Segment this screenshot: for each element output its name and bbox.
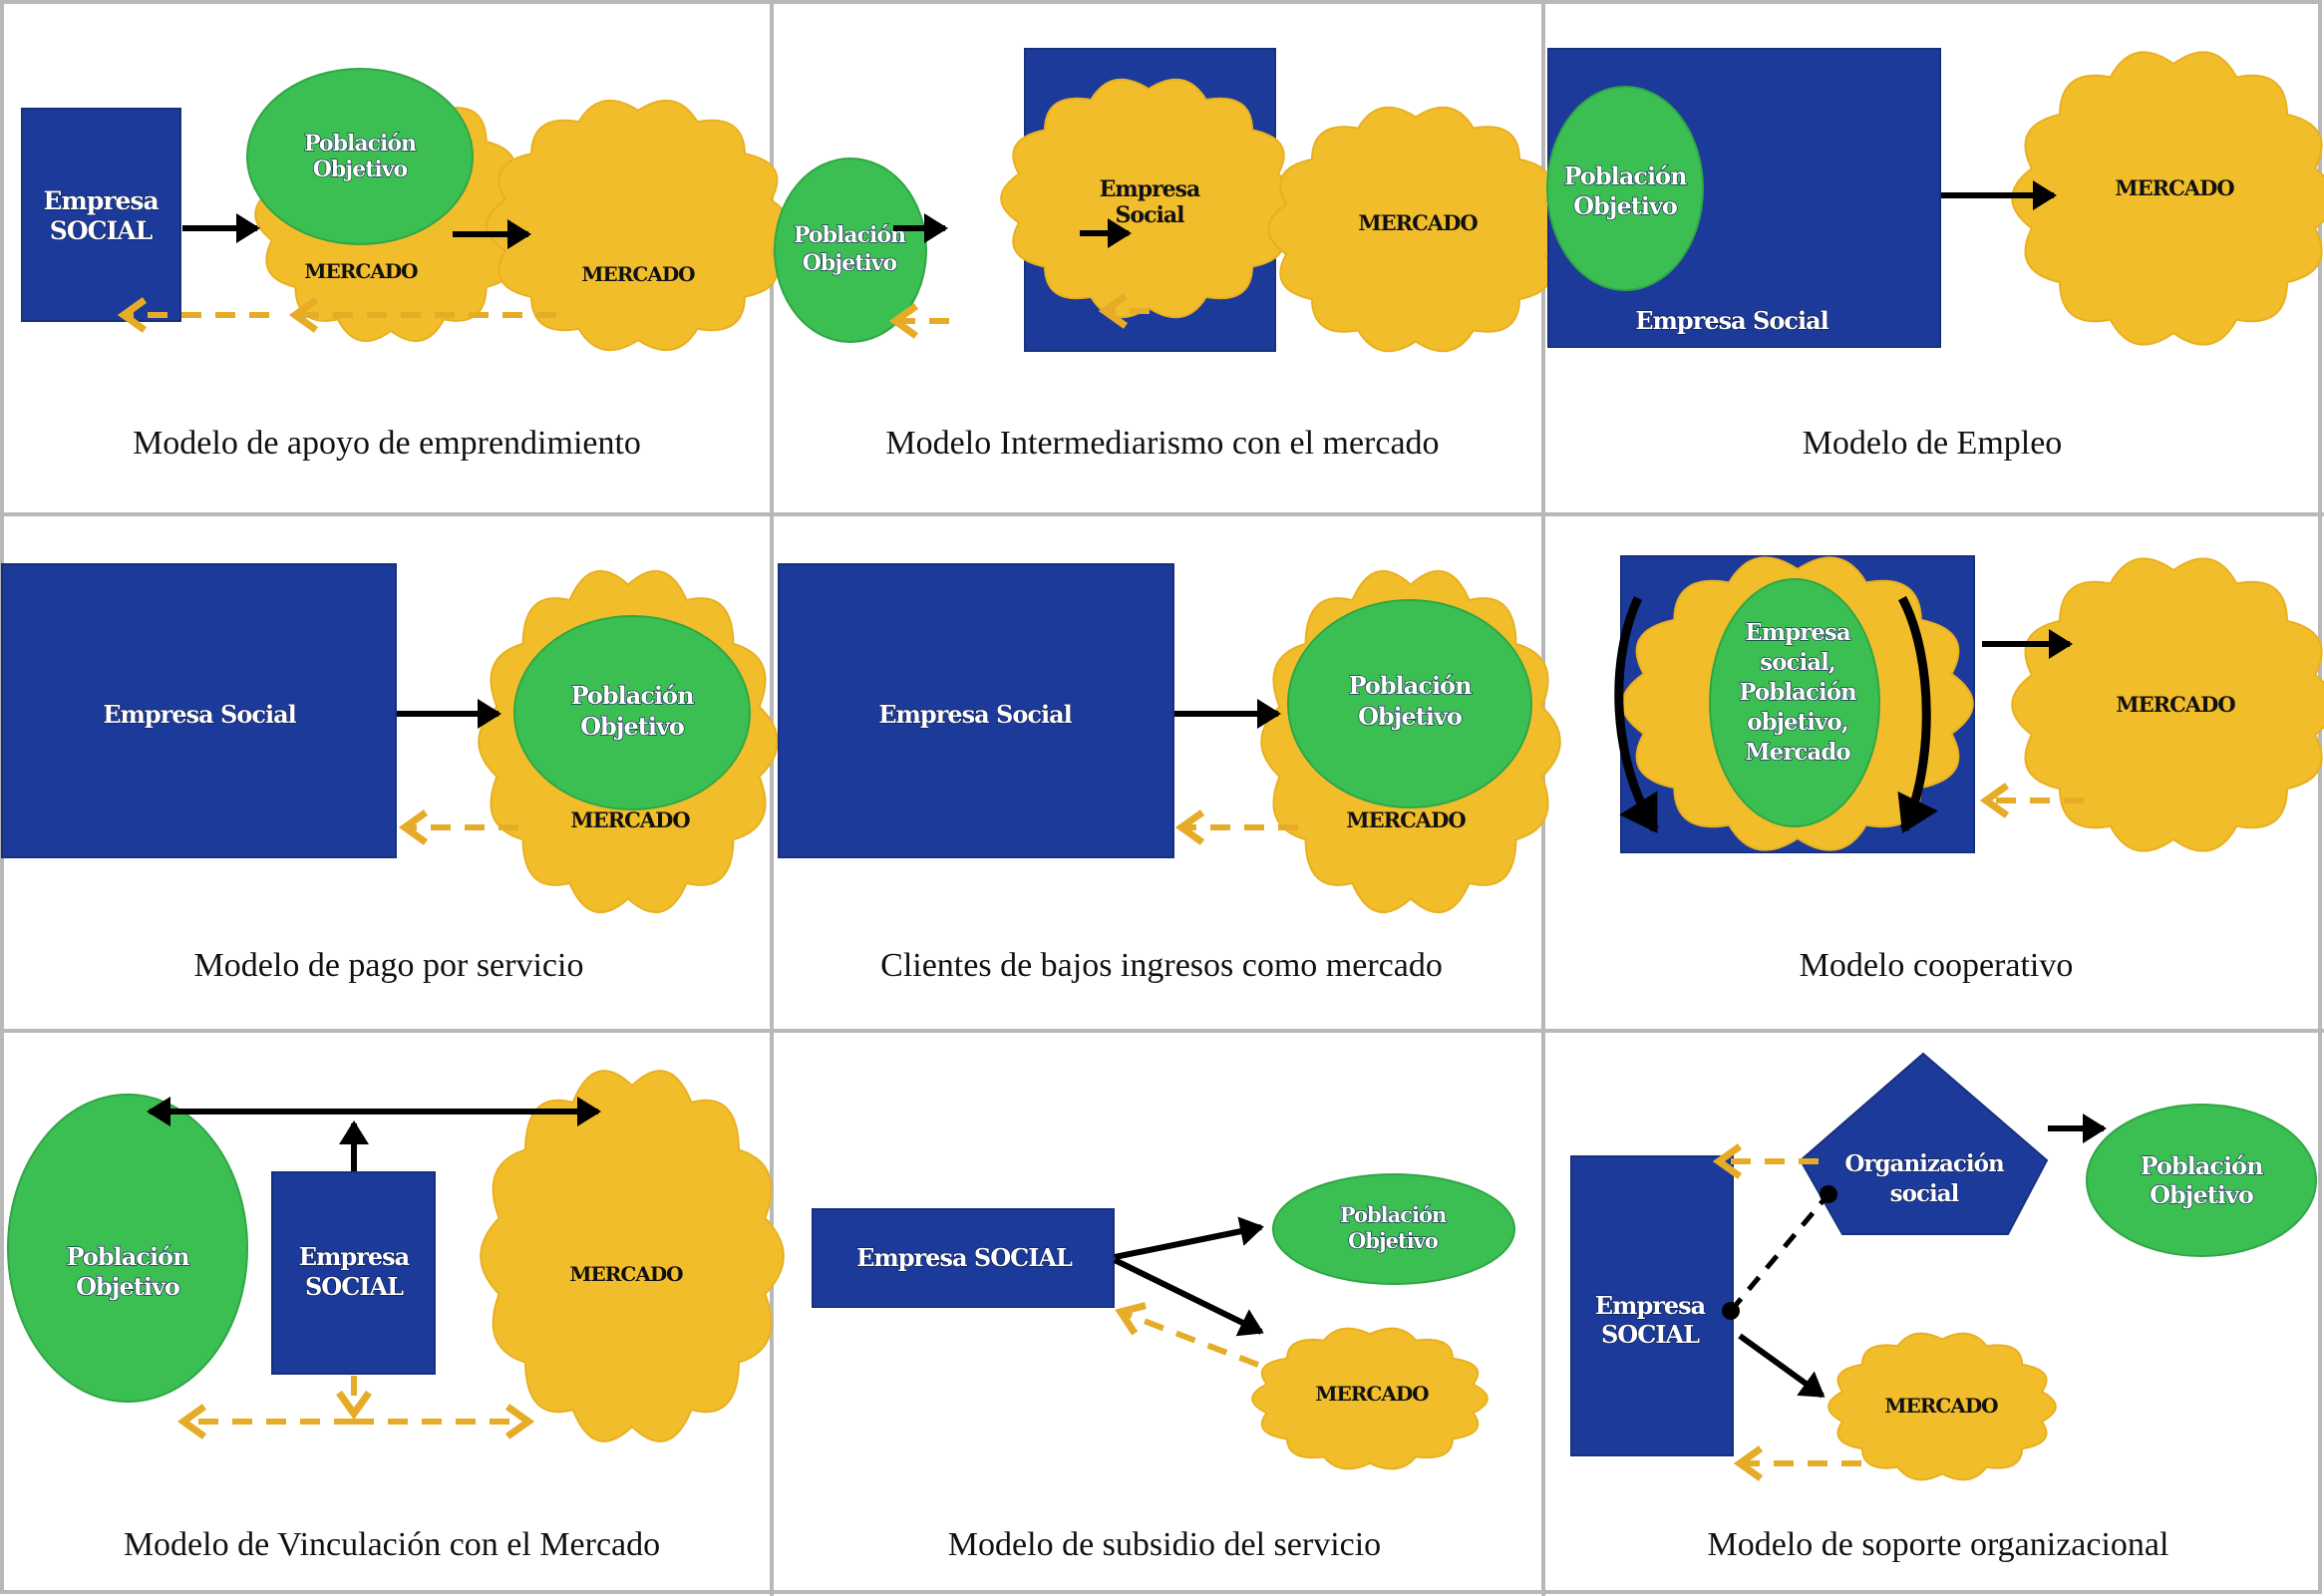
poblacion-label-line2: Objetivo (1348, 1228, 1439, 1253)
poblacion-objetivo-circle (1546, 86, 1704, 291)
empresa-social-box (1570, 1155, 1734, 1456)
arrow-empresa-to-poblacion (1114, 1216, 1264, 1260)
empresa-social-box (812, 1208, 1115, 1308)
empresa-label: Empresa SOCIAL (856, 1243, 1073, 1272)
empresa-social-box (778, 563, 1174, 858)
mercado-label: MERCADO (1346, 807, 1466, 832)
poblacion-objetivo-circle (7, 1094, 248, 1403)
poblacion-label-line2: Objetivo (1573, 191, 1678, 220)
empresa-label-line1: Empresa (1595, 1291, 1706, 1320)
empresa-social-box (271, 1171, 436, 1375)
empresa-label: Empresa Social (1635, 306, 1828, 335)
mercado-label: MERCADO (2116, 692, 2235, 717)
panel-cooperativo: Empresa social, Población objetivo, Merc… (1614, 555, 2324, 984)
poblacion-label-line2: Objetivo (803, 250, 897, 276)
poblacion-objetivo-circle (2086, 1104, 2317, 1257)
poblacion-label-line1: Población (1563, 161, 1687, 190)
empresa-label-line1: Empresa (1100, 176, 1200, 202)
empresa-label-line2: SOCIAL (305, 1272, 404, 1301)
cycle-arrow-right (1897, 595, 1938, 834)
poblacion-label-line1: Población (1348, 671, 1472, 700)
org-label-line1: Organización (1844, 1150, 2005, 1177)
poblacion-label-line2: Objetivo (313, 157, 408, 182)
empresa-label-line1: Empresa (43, 186, 159, 215)
poblacion-label-line1: Población (570, 681, 694, 710)
org-label-line2: social (1890, 1180, 1960, 1207)
panel-caption: Modelo de apoyo de emprendimiento (133, 425, 641, 462)
empresa-label-line2: SOCIAL (50, 216, 154, 245)
panel-apoyo-emprendimiento: Empresa SOCIAL Población Objetivo MERCAD… (21, 68, 791, 462)
panel-vinculacion-mercado: Población Objetivo Empresa SOCIAL MERCAD… (7, 1070, 785, 1563)
empresa-label: Empresa Social (103, 700, 296, 729)
panel-pago-por-servicio: Empresa Social Población Objetivo MERCAD… (1, 563, 779, 984)
mercado-label: MERCADO (1884, 1394, 1998, 1418)
poblacion-label-line1: Población (794, 222, 906, 248)
poblacion-label-line2: Objetivo (2150, 1180, 2254, 1209)
empresa-label-line2: SOCIAL (1601, 1320, 1700, 1349)
mercado-cloud (2011, 51, 2324, 346)
mercado-cloud (1267, 106, 1564, 353)
mercado-label: MERCADO (570, 807, 690, 832)
coop-label-line2: social, (1760, 649, 1835, 676)
mercado-label: MERCADO (569, 1262, 683, 1286)
panel-caption: Modelo de pago por servicio (194, 947, 584, 984)
panel-intermediarismo: Empresa Social Población Objetivo MERCAD… (774, 48, 1564, 462)
empresa-label: Empresa Social (878, 700, 1072, 729)
coop-label-line4: objetivo, (1747, 709, 1847, 736)
cooperative-circle (1709, 578, 1880, 827)
panel-subsidio-servicio: Empresa SOCIAL Población Objetivo MERCAD… (812, 1173, 1515, 1563)
panel-caption: Clientes de bajos ingresos como mercado (880, 947, 1443, 984)
poblacion-objetivo-circle (774, 158, 927, 343)
panel-soporte-organizacional: Empresa SOCIAL Organización social Pobla… (1570, 1052, 2317, 1563)
cycle-arrow-left (1614, 596, 1659, 833)
mercado-cloud (480, 1070, 785, 1442)
panel-caption: Modelo de soporte organizacional (1708, 1526, 2169, 1563)
coop-label-line1: Empresa (1745, 619, 1851, 646)
panel-caption: Modelo de Empleo (1803, 425, 2063, 462)
poblacion-label-line2: Objetivo (580, 712, 685, 741)
poblacion-label-line2: Objetivo (76, 1272, 180, 1301)
poblacion-objetivo-circle (513, 615, 751, 810)
mercado-label: MERCADO (1315, 1382, 1429, 1406)
mercado-cloud-outer (486, 99, 791, 352)
coop-label-line3: Población (1739, 679, 1857, 706)
mercado-inner-label: MERCADO (304, 259, 418, 283)
panel-caption: Modelo de Vinculación con el Mercado (124, 1526, 660, 1563)
arrow-empresa-to-mercado (1113, 1257, 1264, 1337)
poblacion-label-line1: Población (304, 131, 417, 157)
poblacion-objetivo-circle (246, 68, 474, 245)
dashed-link-empresa-org (1722, 1185, 1837, 1320)
empresa-label-line2: Social (1116, 202, 1185, 228)
empresa-social-box (1, 563, 397, 858)
mercado-label: MERCADO (1358, 210, 1478, 235)
coop-label-line5: Mercado (1745, 739, 1850, 766)
mercado-cloud (1251, 1327, 1489, 1470)
panel-caption: Modelo cooperativo (1800, 947, 2074, 984)
poblacion-objetivo-circle (1272, 1173, 1515, 1285)
arrow-empresa-to-mercado (1738, 1333, 1826, 1399)
dashed-return-mercado-to-empresa (1121, 1312, 1260, 1368)
poblacion-label-line2: Objetivo (1358, 702, 1463, 731)
poblacion-label-line1: Población (1340, 1202, 1447, 1227)
empresa-social-box (21, 108, 181, 322)
mercado-outer-label: MERCADO (581, 262, 695, 286)
empresa-label-line1: Empresa (299, 1242, 410, 1271)
organizacion-social-pentagon (1799, 1052, 2049, 1235)
panel-clientes-bajos-ingresos: Empresa Social Población Objetivo MERCAD… (778, 563, 1561, 984)
poblacion-label-line1: Población (66, 1242, 189, 1271)
panel-empleo: Población Objetivo Empresa Social MERCAD… (1546, 48, 2324, 462)
poblacion-objetivo-circle (1287, 599, 1532, 808)
empresa-social-cloud (1000, 78, 1297, 319)
mercado-cloud (1827, 1332, 2057, 1481)
mercado-label: MERCADO (2115, 175, 2234, 200)
poblacion-label-line1: Población (2140, 1151, 2263, 1180)
panel-caption: Modelo de subsidio del servicio (948, 1526, 1381, 1563)
mercado-cloud (2011, 557, 2324, 852)
panel-caption: Modelo Intermediarismo con el mercado (885, 425, 1439, 462)
